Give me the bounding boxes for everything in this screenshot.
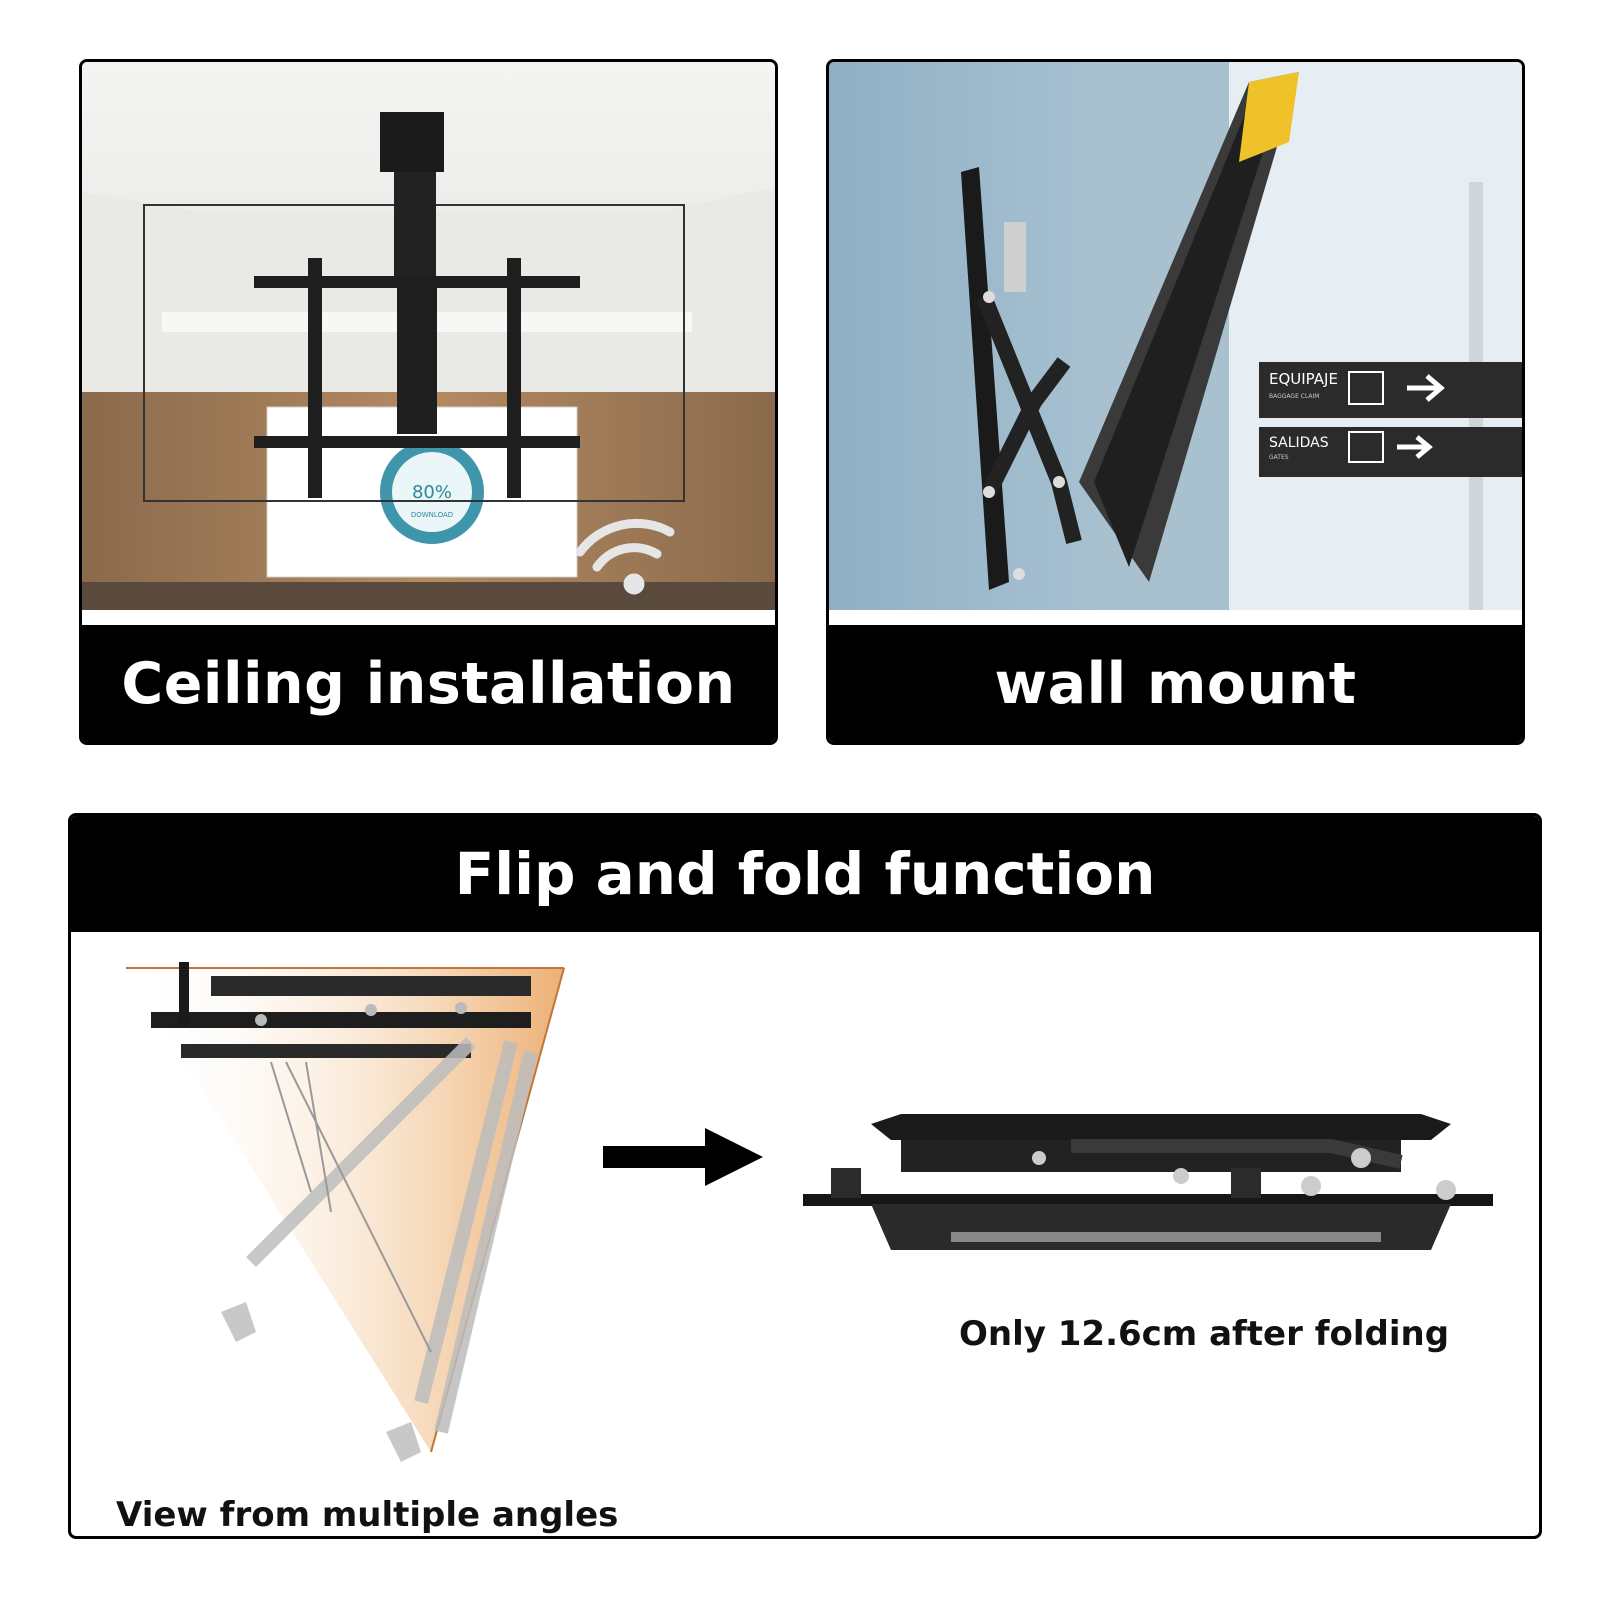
wireless-signal-icon xyxy=(575,518,675,595)
wall-mount-card: EQUIPAJE BAGGAGE CLAIM SALIDAS GATES wal… xyxy=(826,59,1525,745)
ceiling-installation-card: 80% DOWNLOAD Ceiling installation xyxy=(79,59,778,745)
sign-salidas: SALIDAS xyxy=(1269,435,1329,451)
ceiling-installation-caption: Ceiling installation xyxy=(82,625,775,742)
multi-angle-caption: View from multiple angles xyxy=(116,1495,619,1535)
flip-fold-panel: Flip and fold function xyxy=(68,813,1542,1539)
folded-mount-illustration xyxy=(803,1114,1493,1250)
ceiling-installation-photo: 80% DOWNLOAD xyxy=(82,62,775,610)
arrow-right-icon xyxy=(603,1128,763,1186)
sign-equipaje: EQUIPAJE xyxy=(1269,370,1338,388)
wall-mount-photo: EQUIPAJE BAGGAGE CLAIM SALIDAS GATES xyxy=(829,62,1522,610)
screen-percent: 80% xyxy=(412,482,452,503)
flip-fold-body: View from multiple angles Only 12.6cm af… xyxy=(71,932,1539,1536)
multi-angle-mount-illustration xyxy=(126,962,565,1462)
folded-size-caption: Only 12.6cm after folding xyxy=(959,1314,1450,1354)
sign-salidas-sub: GATES xyxy=(1269,454,1289,461)
flip-fold-title: Flip and fold function xyxy=(71,816,1539,932)
screen-subtext: DOWNLOAD xyxy=(411,511,453,519)
sign-equipaje-sub: BAGGAGE CLAIM xyxy=(1269,393,1319,400)
wall-mount-caption: wall mount xyxy=(829,625,1522,742)
